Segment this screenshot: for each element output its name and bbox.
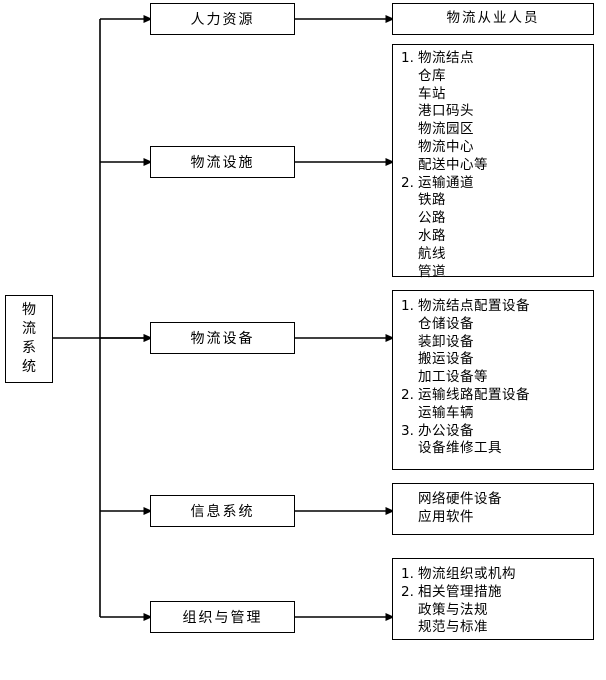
node-logistics-equipment-label: 物流设备 (190, 331, 255, 347)
detail-line: 仓储设备 (418, 315, 474, 332)
list-text: 物流结点 (418, 50, 474, 66)
detail-box-organization-management[interactable]: 1.物流组织或机构 2.相关管理措施 政策与法规 规范与标准 (392, 558, 594, 640)
detail-line: 物流中心 (418, 138, 474, 155)
list-text: 运输线路配置设备 (418, 386, 530, 403)
detail-line: 2.运输线路配置设备 (393, 387, 593, 405)
detail-line: 仓库 (418, 67, 446, 84)
list-number: 2. (401, 583, 414, 600)
detail-line: 1.物流组织或机构 (393, 566, 593, 584)
detail-line: 物流从业人员 (446, 10, 540, 27)
detail-line: 管道 (418, 263, 446, 280)
detail-line: 装卸设备 (418, 333, 474, 350)
detail-line: 配送中心等 (418, 156, 488, 173)
detail-line: 车站 (418, 85, 446, 102)
detail-line: 设备维修工具 (418, 440, 502, 457)
list-number: 1. (401, 566, 414, 582)
list-text: 物流组织或机构 (418, 566, 516, 582)
detail-line: 规范与标准 (418, 619, 488, 636)
list-text: 运输通道 (418, 174, 474, 191)
node-human-resources[interactable]: 人力资源 (150, 3, 295, 35)
node-logistics-system[interactable]: 物 流 系 统 (5, 295, 53, 383)
detail-line: 1.物流结点 (393, 50, 593, 68)
node-logistics-facilities-label: 物流设施 (190, 155, 255, 171)
detail-box-logistics-equipment[interactable]: 1.物流结点配置设备 仓储设备 装卸设备 搬运设备 加工设备等 2.运输线路配置… (392, 290, 594, 470)
detail-line: 公路 (418, 210, 446, 227)
node-logistics-facilities[interactable]: 物流设施 (150, 146, 295, 178)
detail-list-organization-management: 1.物流组织或机构 2.相关管理措施 政策与法规 规范与标准 (393, 559, 593, 642)
detail-line: 铁路 (418, 192, 446, 209)
detail-list-information-system: 网络硬件设备 应用软件 (393, 484, 593, 532)
node-organization-management-label: 组织与管理 (182, 610, 263, 626)
detail-line: 运输车辆 (418, 404, 474, 421)
detail-box-logistics-facilities[interactable]: 1.物流结点 仓库 车站 港口码头 物流园区 物流中心 配送中心等 2.运输通道… (392, 44, 594, 280)
detail-list-logistics-equipment: 1.物流结点配置设备 仓储设备 装卸设备 搬运设备 加工设备等 2.运输线路配置… (393, 291, 593, 463)
node-organization-management[interactable]: 组织与管理 (150, 601, 295, 633)
node-human-resources-label: 人力资源 (190, 12, 255, 28)
list-text: 办公设备 (418, 422, 474, 439)
detail-line: 物流园区 (418, 121, 474, 138)
list-text: 物流结点配置设备 (418, 298, 530, 314)
detail-line: 2.相关管理措施 (393, 584, 593, 602)
detail-line: 搬运设备 (418, 351, 474, 368)
detail-line: 3.办公设备 (393, 423, 593, 441)
detail-line: 水路 (418, 227, 446, 244)
detail-line: 应用软件 (418, 508, 474, 525)
node-information-system[interactable]: 信息系统 (150, 495, 295, 527)
node-information-system-label: 信息系统 (190, 504, 255, 520)
detail-line: 2.运输通道 (393, 175, 593, 193)
detail-line: 政策与法规 (418, 601, 488, 618)
detail-box-human-resources[interactable]: 物流从业人员 (392, 3, 594, 35)
detail-line: 港口码头 (418, 103, 474, 120)
detail-line: 加工设备等 (418, 369, 488, 386)
list-number: 2. (401, 386, 414, 403)
list-number: 3. (401, 422, 414, 439)
detail-line: 1.物流结点配置设备 (393, 298, 593, 316)
detail-box-information-system[interactable]: 网络硬件设备 应用软件 (392, 483, 594, 535)
list-text: 相关管理措施 (418, 583, 502, 600)
list-number: 1. (401, 298, 414, 314)
list-number: 2. (401, 174, 414, 191)
detail-line: 网络硬件设备 (418, 491, 502, 507)
list-number: 1. (401, 50, 414, 66)
detail-list-logistics-facilities: 1.物流结点 仓库 车站 港口码头 物流园区 物流中心 配送中心等 2.运输通道… (393, 45, 593, 286)
detail-line: 航线 (418, 245, 446, 262)
node-logistics-system-label: 物 流 系 统 (22, 302, 36, 375)
node-logistics-equipment[interactable]: 物流设备 (150, 322, 295, 354)
